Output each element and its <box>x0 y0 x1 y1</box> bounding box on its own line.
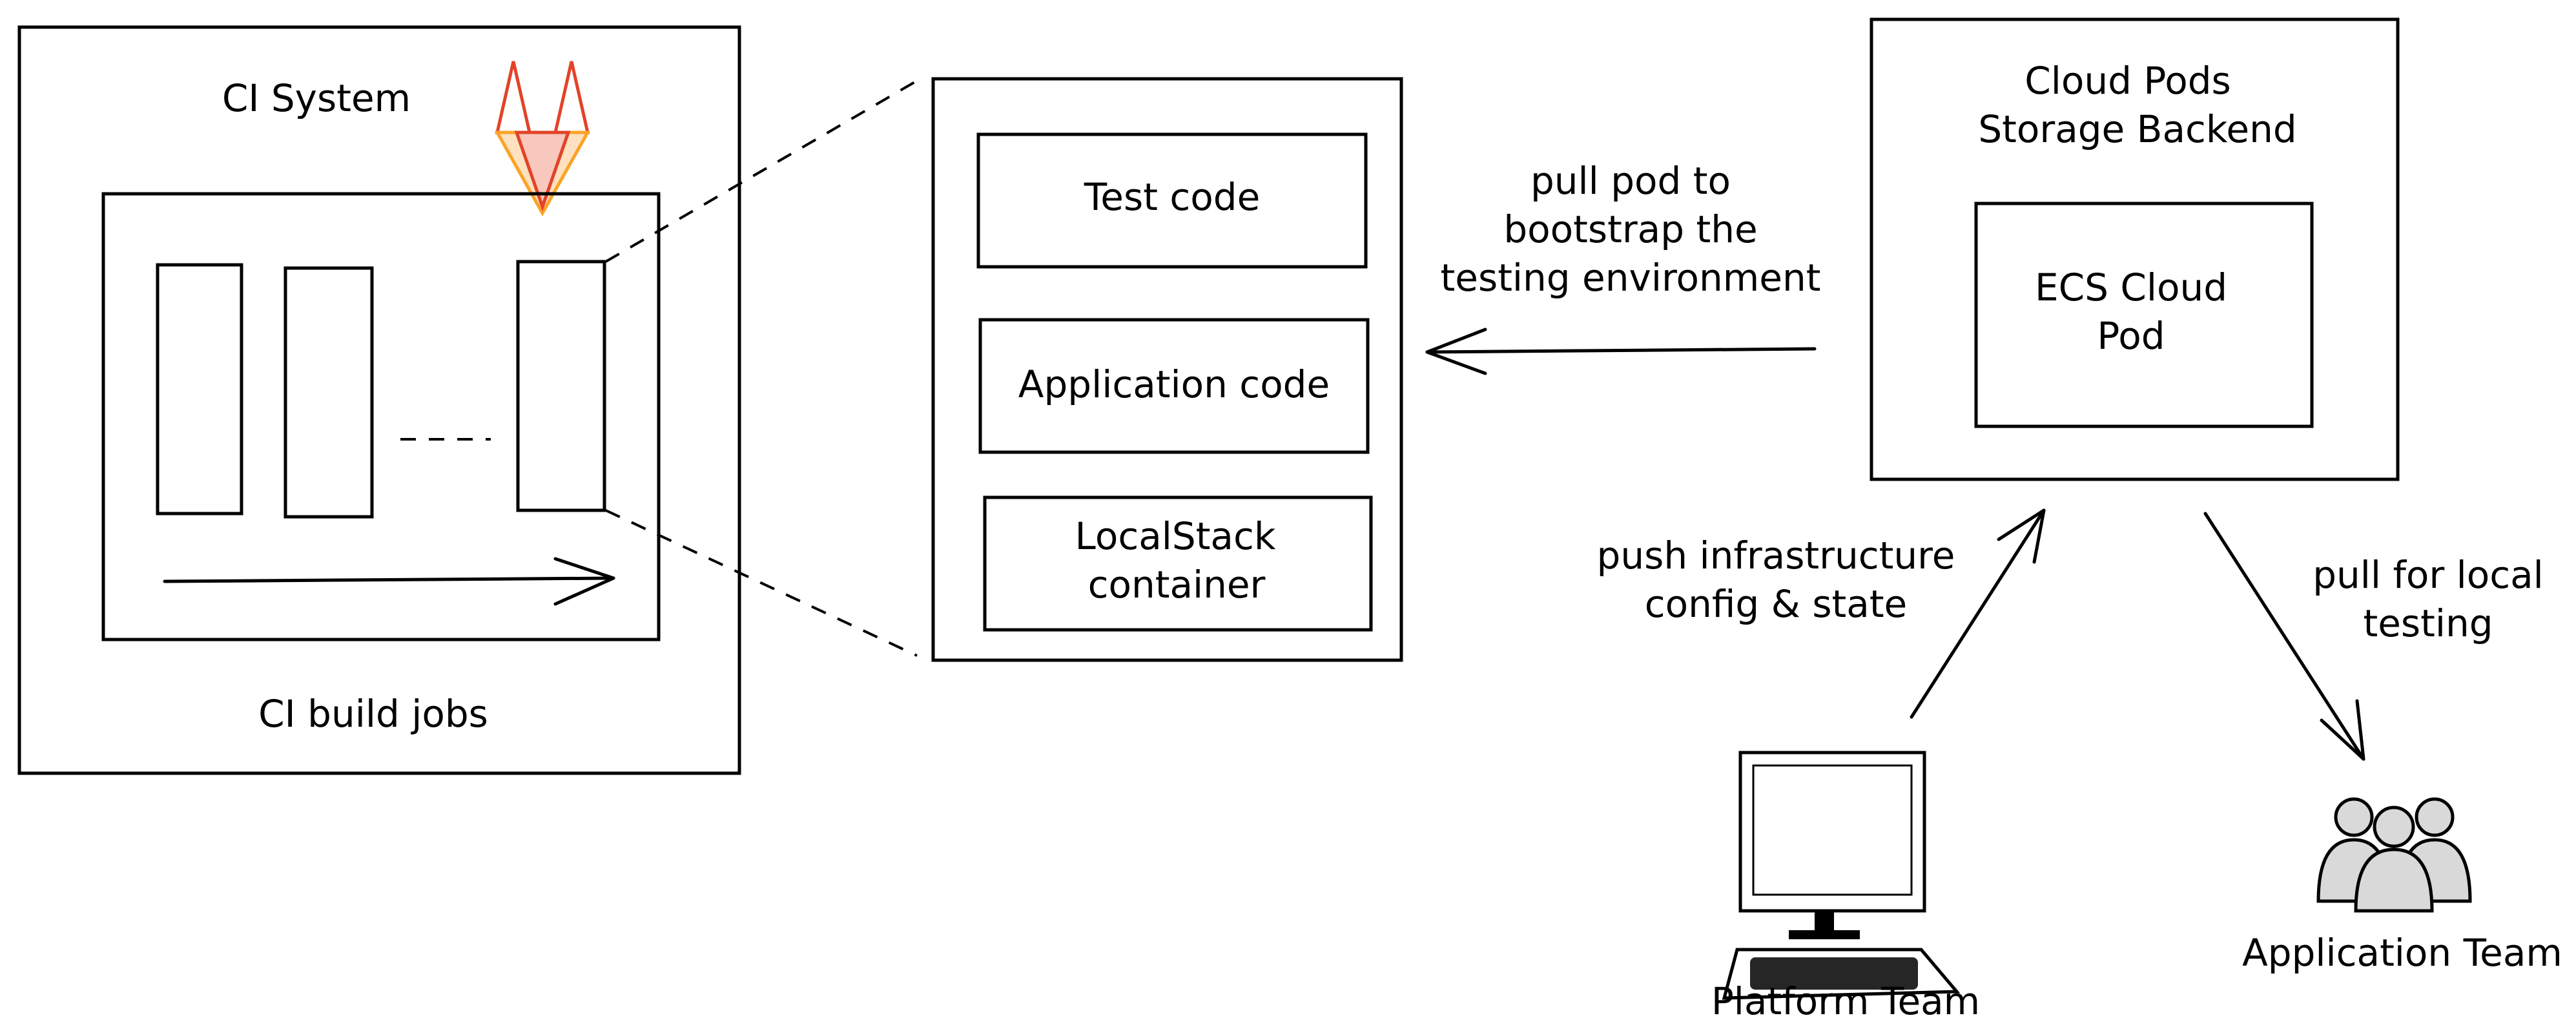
ci-system-box <box>17 25 741 775</box>
ecs-cloud-pod-box <box>1974 202 2314 428</box>
pull-local-arrow <box>2203 512 2365 761</box>
zoom-line-top <box>604 79 918 263</box>
test-code-box <box>976 132 1368 269</box>
localstack-label-line2: container <box>1088 563 1266 607</box>
localstack-label-line1: LocalStack <box>1075 514 1276 558</box>
ecs-pod-line2: Pod <box>2097 314 2165 358</box>
storage-title-line1: Cloud Pods <box>2025 59 2231 103</box>
computer-icon <box>1722 751 1961 1000</box>
ci-system-title: CI System <box>222 76 411 120</box>
zoom-line-bottom <box>605 509 918 657</box>
pull-local-label-1: pull for local <box>2313 553 2544 597</box>
gitlab-logo-icon <box>494 61 591 217</box>
people-icon <box>2316 797 2472 913</box>
platform-team-label: Platform Team <box>1711 979 1980 1020</box>
job-sequence-arrow <box>163 557 615 606</box>
pull-pod-label-3: testing environment <box>1441 256 1821 300</box>
ecs-pod-line1: ECS Cloud <box>2035 265 2227 309</box>
storage-title-line2: Storage Backend <box>1978 107 2296 151</box>
container-stack-box <box>931 77 1403 662</box>
pull-local-label-2: testing <box>2363 601 2493 645</box>
ci-build-jobs-box <box>101 192 661 641</box>
ci-job-1 <box>156 263 243 515</box>
application-code-box <box>978 318 1370 454</box>
push-config-label-2: config & state <box>1645 582 1908 626</box>
push-config-label-1: push infrastructure <box>1597 534 1955 578</box>
pull-pod-label-2: bootstrap the <box>1503 207 1757 251</box>
pull-pod-label-1: pull pod to <box>1530 159 1731 203</box>
pull-pod-arrow <box>1425 328 1817 375</box>
localstack-container-box <box>983 495 1373 632</box>
ci-job-n <box>516 260 606 512</box>
ci-build-jobs-label: CI build jobs <box>258 692 488 736</box>
test-code-label: Test code <box>1084 175 1261 219</box>
storage-backend-box <box>1870 17 2400 481</box>
application-code-label: Application code <box>1018 362 1330 406</box>
ci-job-2 <box>283 266 374 519</box>
push-config-arrow <box>1910 508 2046 719</box>
application-team-label: Application Team <box>2242 931 2562 975</box>
